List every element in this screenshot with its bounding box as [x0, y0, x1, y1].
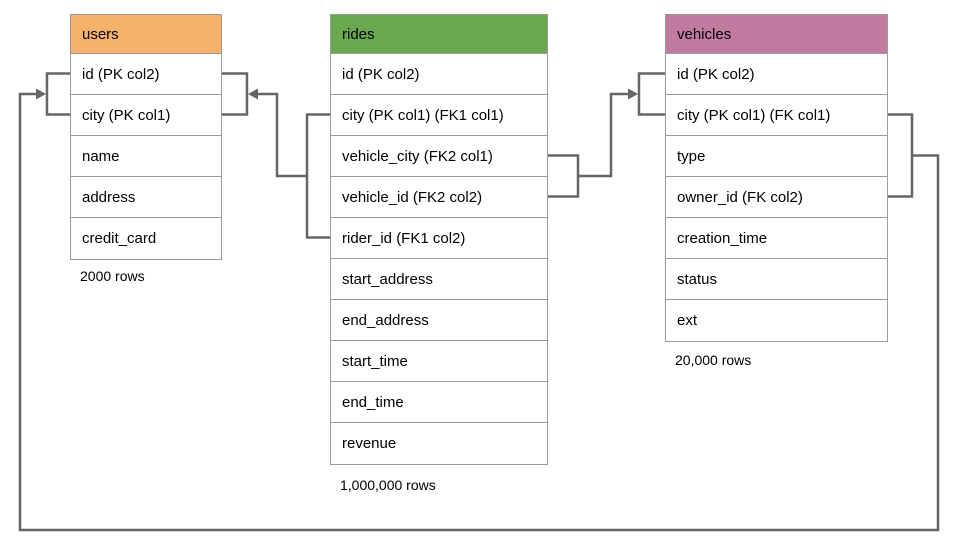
relation-rides-vehicles-line: [578, 92, 628, 178]
column-row: city (PK col1): [71, 95, 221, 136]
relation-vehicles-users-from-bracket: [888, 113, 914, 198]
relation-rides-users-line: [257, 92, 307, 178]
column-row: end_address: [331, 300, 547, 341]
column-row: ext: [666, 300, 887, 341]
column-row: vehicle_city (FK2 col1): [331, 136, 547, 177]
table-users-rowcount: 2000 rows: [80, 268, 145, 284]
table-vehicles-rows: id (PK col2)city (PK col1) (FK col1)type…: [666, 54, 887, 341]
column-row: id (PK col2): [71, 54, 221, 95]
column-row: creation_time: [666, 218, 887, 259]
column-row: vehicle_id (FK2 col2): [331, 177, 547, 218]
column-row: name: [71, 136, 221, 177]
table-vehicles-rowcount: 20,000 rows: [675, 352, 752, 368]
relation-rides-vehicles-to-bracket: [637, 72, 665, 116]
table-vehicles-title: vehicles: [677, 25, 732, 43]
table-rides-header: rides: [331, 15, 547, 54]
column-row: id (PK col2): [331, 54, 547, 95]
relation-vehicles-users-arrowhead: [36, 88, 46, 100]
column-row: status: [666, 259, 887, 300]
relation-rides-vehicles-from-bracket: [548, 154, 580, 198]
column-row: id (PK col2): [666, 54, 887, 95]
table-vehicles-header: vehicles: [666, 15, 887, 54]
column-row: address: [71, 177, 221, 218]
table-users-title: users: [82, 25, 119, 43]
table-rides-title: rides: [342, 25, 375, 43]
relation-rides-users-arrowhead: [248, 88, 258, 100]
column-row: type: [666, 136, 887, 177]
column-row: start_time: [331, 341, 547, 382]
table-rides-rows: id (PK col2)city (PK col1) (FK1 col1)veh…: [331, 54, 547, 464]
column-row: revenue: [331, 423, 547, 464]
column-row: credit_card: [71, 218, 221, 259]
table-rides-rowcount: 1,000,000 rows: [340, 477, 436, 493]
relation-rides-users-from-bracket: [305, 113, 330, 239]
column-row: end_time: [331, 382, 547, 423]
table-rides: rides id (PK col2)city (PK col1) (FK1 co…: [330, 14, 548, 465]
relation-rides-users-to-bracket: [222, 72, 249, 116]
column-row: city (PK col1) (FK1 col1): [331, 95, 547, 136]
column-row: start_address: [331, 259, 547, 300]
relation-rides-vehicles-arrowhead: [628, 88, 638, 100]
column-row: owner_id (FK col2): [666, 177, 887, 218]
table-users-header: users: [71, 15, 221, 54]
column-row: rider_id (FK1 col2): [331, 218, 547, 259]
table-vehicles: vehicles id (PK col2)city (PK col1) (FK …: [665, 14, 888, 342]
relation-vehicles-users-to-bracket: [45, 72, 70, 116]
column-row: city (PK col1) (FK col1): [666, 95, 887, 136]
